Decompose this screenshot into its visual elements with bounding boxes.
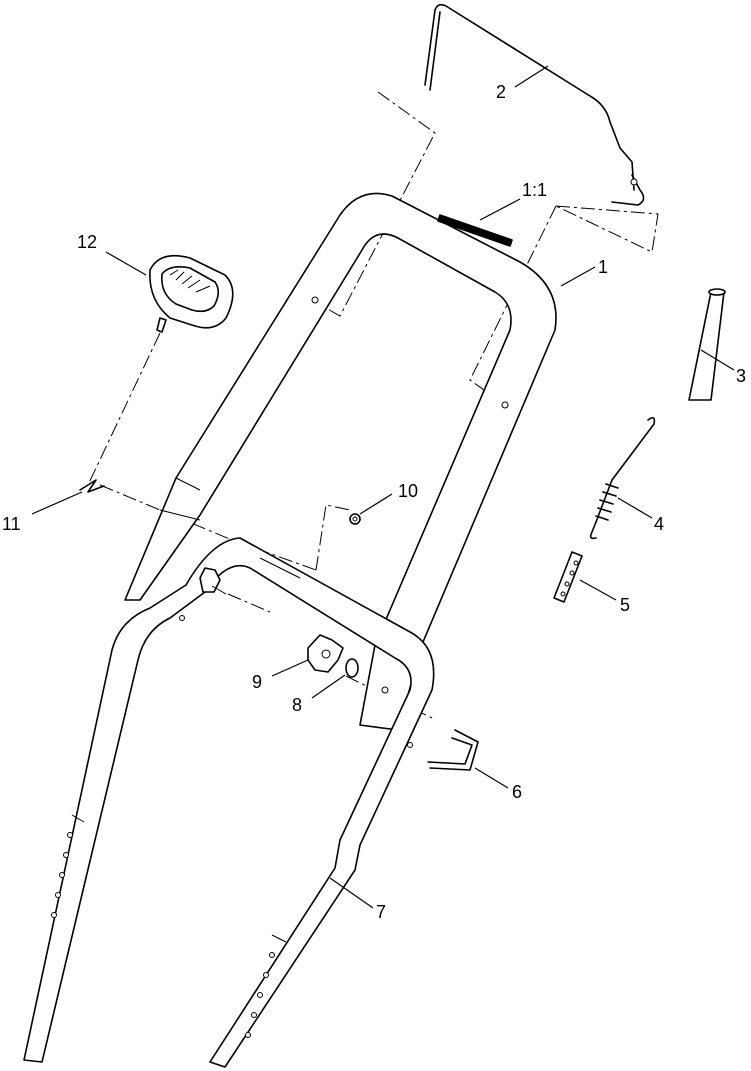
foam-grip [688,288,726,401]
leader-8 [311,674,346,699]
leader-9 [271,659,309,677]
knob-9 [307,634,344,673]
callout-8: 8 [292,695,302,715]
left-knob [199,567,227,595]
callout-2: 2 [496,82,506,102]
clip-11 [79,479,105,493]
callout-3: 3 [736,366,746,386]
callout-labels: 1:1 1 2 3 4 5 6 7 8 9 10 11 12 [2,82,746,922]
u-bracket [427,729,479,771]
leader-12 [105,251,147,276]
callout-4: 4 [654,514,664,534]
leader-2 [514,65,549,88]
leader-7 [329,877,374,909]
callout-1-1: 1:1 [522,180,547,200]
callout-12: 12 [77,232,97,252]
callout-9: 9 [252,672,262,692]
leader-10 [359,493,393,515]
leader-11 [31,491,83,515]
bag-handle-12 [149,254,234,333]
washer-8 [345,658,359,678]
leader-6 [474,767,509,789]
decal-1-1 [437,214,513,247]
bail-wire [424,3,645,206]
leader-5 [579,579,617,601]
callout-11: 11 [2,514,21,534]
callout-5: 5 [620,595,630,615]
callout-7: 7 [376,902,386,922]
leader-1-1 [479,198,521,221]
leader-lines [31,65,735,909]
lower-handle [23,537,435,1068]
leader-3 [700,349,735,371]
callout-10: 10 [398,481,418,501]
extension-spring [589,416,656,540]
callout-1: 1 [598,257,608,277]
leader-1 [560,266,596,287]
callout-6: 6 [512,782,522,802]
adjustment-plate [553,551,583,603]
nut-10 [349,513,361,525]
leader-4 [617,497,653,519]
